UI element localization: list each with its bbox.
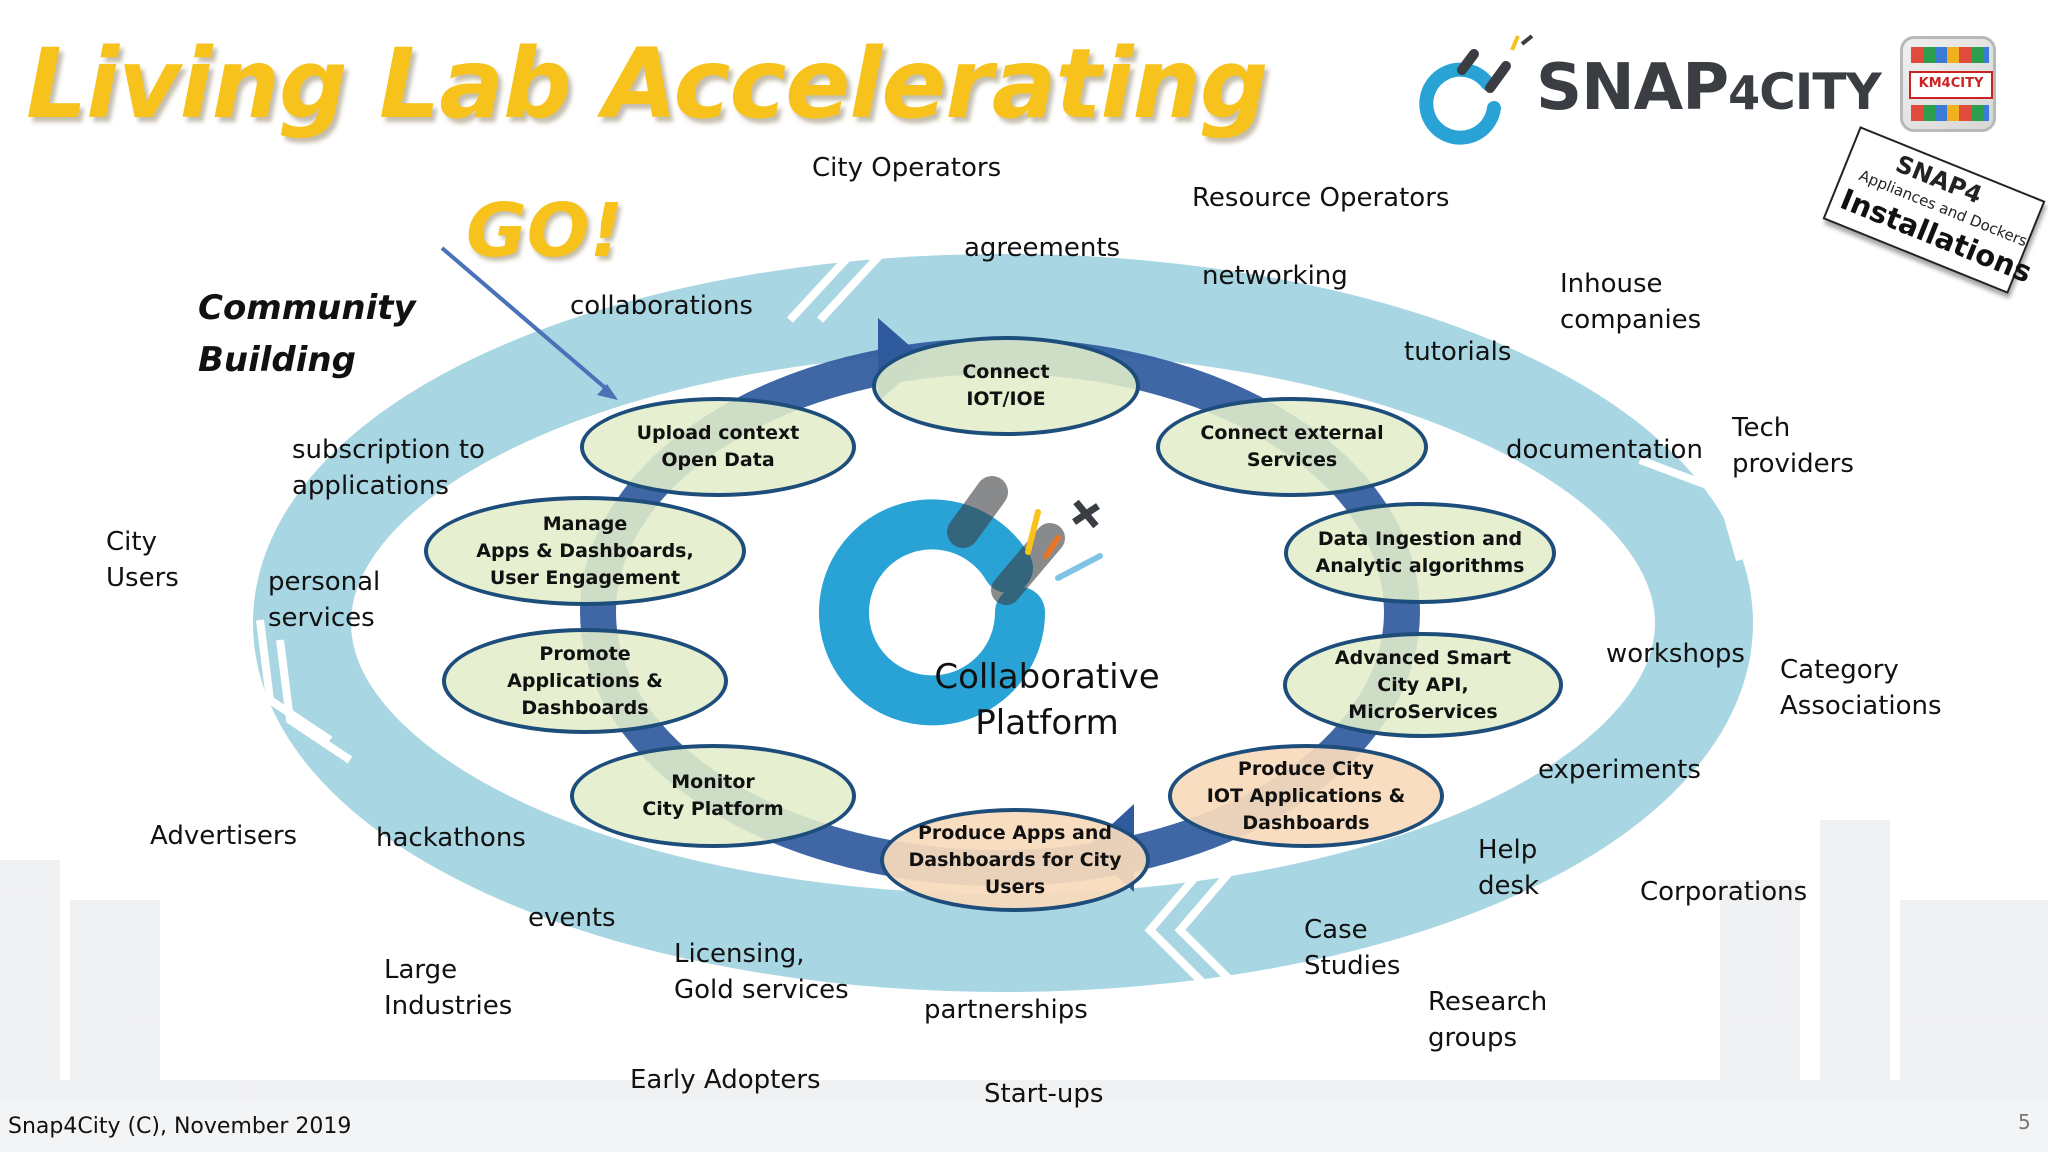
ring-label-events: events (528, 903, 616, 933)
ring-label-help-desk: Help desk (1478, 835, 1540, 901)
node-produce-apps-users: Produce Apps and Dashboards for City Use… (880, 808, 1150, 912)
go-label: GO! (466, 188, 624, 274)
ring-label-personal-services: personal services (268, 567, 381, 633)
outer-ring (253, 254, 1753, 992)
outer-ring-chevrons (256, 187, 1772, 993)
page-number: 5 (2018, 1110, 2031, 1134)
node-upload-open-data: Upload context Open Data (580, 397, 856, 497)
node-smart-city-api: Advanced Smart City API, MicroServices (1283, 632, 1563, 738)
stakeholder-research-groups: Research groups (1428, 987, 1548, 1053)
ring-label-agreements: agreements (964, 233, 1121, 263)
snap4city-brand-logo-icon (1419, 34, 1534, 145)
node-promote-applications: Promote Applications & Dashboards (442, 628, 728, 734)
go-arrow-head (597, 384, 618, 400)
node-connect-external-services: Connect external Services (1156, 397, 1428, 497)
brand-city: CITY (1759, 63, 1882, 121)
ring-label-experiments: experiments (1538, 755, 1701, 785)
ring-label-partnerships: partnerships (924, 995, 1088, 1025)
stakeholder-advertisers: Advertisers (150, 821, 298, 851)
ring-label-networking: networking (1202, 261, 1348, 291)
km4city-label: KM4CITY (1909, 71, 1993, 99)
node-monitor-platform: Monitor City Platform (570, 744, 856, 848)
stakeholder-start-ups: Start-ups (984, 1079, 1104, 1109)
km4city-app-icon: KM4CITY (1900, 36, 1996, 132)
footer-band (0, 1100, 2048, 1152)
ring-label-case-studies: Case Studies (1304, 915, 1401, 981)
app-tiles-top (1911, 47, 1989, 63)
app-tiles-bottom (1911, 105, 1989, 121)
ring-label-workshops: workshops (1606, 639, 1745, 669)
brand-four: 4 (1728, 66, 1760, 120)
node-produce-iot-applications: Produce City IOT Applications & Dashboar… (1168, 744, 1444, 848)
footer-copyright: Snap4City (C), November 2019 (8, 1114, 352, 1139)
node-manage-apps: Manage Apps & Dashboards, User Engagemen… (424, 496, 746, 606)
stakeholder-city-operators: City Operators (812, 153, 1002, 183)
community-building-label: Community Building (198, 288, 416, 380)
ring-label-collaborations: collaborations (570, 291, 753, 321)
ring-label-licensing: Licensing, Gold services (674, 939, 849, 1005)
snap4city-center-logo-icon (819, 476, 1103, 726)
stakeholder-tech-providers: Tech providers (1732, 413, 1854, 479)
stakeholder-resource-operators: Resource Operators (1192, 183, 1450, 213)
stakeholder-category-associations: Category Associations (1780, 655, 1942, 721)
stakeholder-inhouse-companies: Inhouse companies (1560, 269, 1702, 335)
brand-snap: SNAP (1536, 51, 1729, 125)
snap4city-brand: SNAP4CITY (1536, 48, 1882, 133)
stakeholder-corporations: Corporations (1640, 877, 1808, 907)
stakeholder-large-industries: Large Industries (384, 955, 513, 1021)
node-data-ingestion: Data Ingestion and Analytic algorithms (1284, 502, 1556, 604)
stakeholder-early-adopters: Early Adopters (630, 1065, 821, 1095)
slide-title: Living Lab Accelerating (26, 28, 1268, 140)
stakeholder-city-users: City Users (106, 527, 179, 593)
ring-label-tutorials: tutorials (1404, 337, 1512, 367)
go-arrow-line (440, 246, 612, 394)
node-connect-iot: Connect IOT/IOE (872, 336, 1140, 436)
center-platform-label: Collaborative Platform (934, 657, 1160, 743)
ring-label-documentation: documentation (1506, 435, 1703, 465)
ring-label-hackathons: hackathons (376, 823, 526, 853)
ring-label-subscription: subscription to applications (292, 435, 485, 501)
